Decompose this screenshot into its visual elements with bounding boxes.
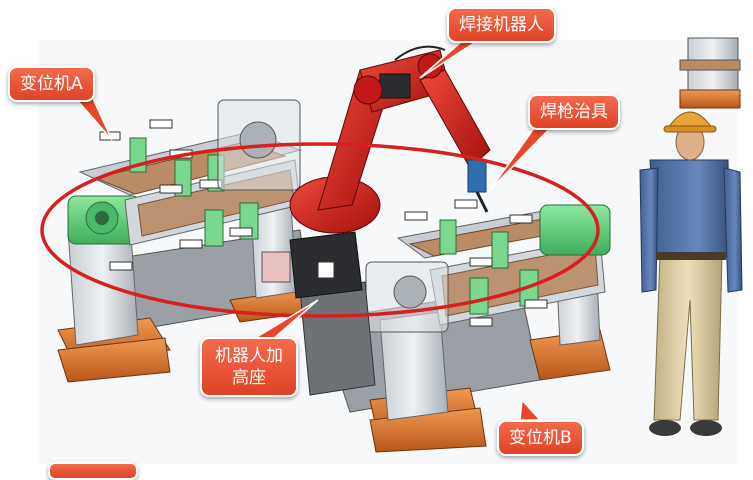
label-robot-base: 机器人加高座 xyxy=(200,337,298,397)
partial-callout-edge xyxy=(48,462,138,480)
label-positioner-a: 变位机A xyxy=(8,66,95,102)
welding-robot-arm xyxy=(289,45,491,234)
label-welding-torch-fixture: 焊枪治具 xyxy=(528,94,620,130)
workcell-illustration xyxy=(40,33,743,453)
robot-pedestal xyxy=(261,231,376,396)
label-positioner-b: 变位机B xyxy=(497,420,584,456)
background-station xyxy=(679,37,741,109)
worker-figure xyxy=(639,111,743,436)
robot-reach-ring xyxy=(40,142,600,318)
callout-pointers xyxy=(68,33,560,421)
label-welding-robot: 焊接机器人 xyxy=(447,7,556,43)
